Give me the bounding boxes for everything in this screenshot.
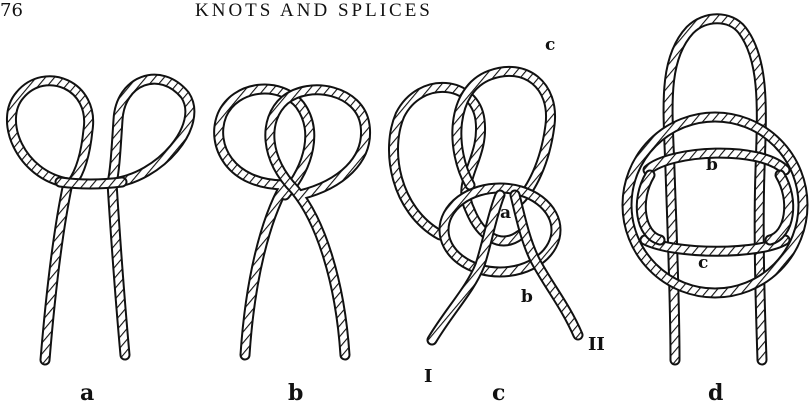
caption-a: a xyxy=(80,380,94,406)
label-c-b: b xyxy=(521,287,533,307)
rope-d-left-strand xyxy=(668,19,762,360)
knot-diagram-d: b c xyxy=(627,19,803,360)
rope-a-right xyxy=(112,79,190,355)
rope-b-left xyxy=(219,89,310,355)
rope-d-band-c xyxy=(645,240,785,251)
rope-a-bridge xyxy=(60,182,122,184)
rope-d-big-ring xyxy=(627,117,803,293)
rope-d-small-loop-right xyxy=(770,175,789,240)
label-d-c: c xyxy=(698,253,708,273)
rope-c-upper-loop xyxy=(457,71,551,200)
label-c-top: c xyxy=(545,35,555,55)
caption-b: b xyxy=(288,380,303,406)
knot-diagram-a xyxy=(11,79,189,360)
label-end-two: II xyxy=(588,334,605,355)
knot-diagram-b xyxy=(219,89,366,355)
rope-b-right xyxy=(270,90,366,355)
caption-d: d xyxy=(708,380,723,406)
label-end-one: I xyxy=(424,366,432,387)
label-d-b: b xyxy=(706,155,718,175)
rope-a-left xyxy=(11,81,88,360)
knot-diagram-c: c a b I II xyxy=(393,35,604,387)
rope-d-small-loop-left xyxy=(641,175,660,240)
label-c-a: a xyxy=(500,203,511,223)
caption-c: c xyxy=(492,380,505,406)
